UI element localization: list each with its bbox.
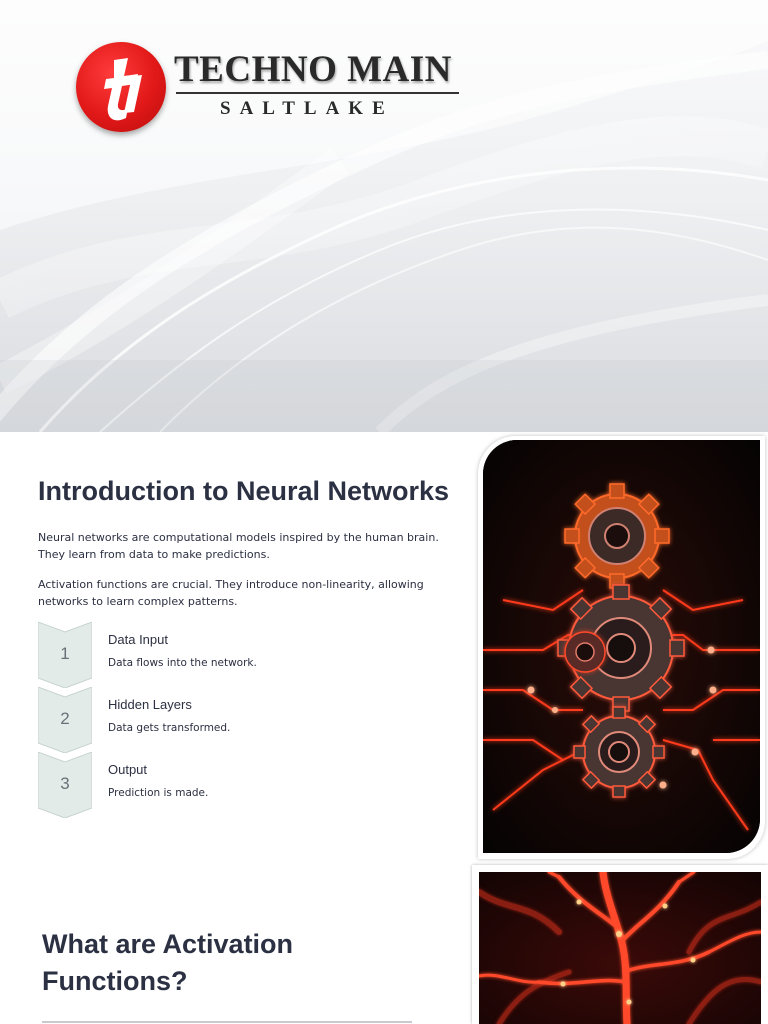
- step-number: 1: [60, 644, 70, 663]
- step-title: Data Input: [108, 632, 168, 647]
- header-banner: TECHNO MAIN SALTLAKE: [0, 0, 768, 432]
- step-description: Prediction is made.: [108, 787, 209, 799]
- brand-name: TECHNO MAIN: [174, 49, 452, 90]
- step-title: Hidden Layers: [108, 697, 192, 712]
- step-description: Data flows into the network.: [108, 657, 257, 669]
- step-description: Data gets transformed.: [108, 722, 231, 734]
- step-chevron: 2: [38, 687, 92, 753]
- step-title: Output: [108, 762, 148, 777]
- brand-divider: [176, 92, 459, 94]
- step-number: 3: [60, 774, 70, 793]
- glowing-gears-circuit-image: [483, 440, 760, 853]
- section-title-intro: Introduction to Neural Networks: [38, 476, 450, 506]
- techno-t-logo-icon: [76, 42, 166, 132]
- red-neurons-image: [479, 872, 761, 1024]
- step-number: 2: [60, 709, 70, 728]
- intro-paragraph: Neural networks are computational models…: [38, 531, 439, 561]
- section-title-activation: What are Activation Functions?: [42, 929, 294, 996]
- step-item: 3 Output Prediction is made.: [38, 752, 438, 818]
- step-item: 2 Hidden Layers Data gets transformed.: [38, 687, 438, 753]
- step-item: 1 Data Input Data flows into the network…: [38, 622, 438, 688]
- brand-location: SALTLAKE: [220, 98, 394, 119]
- step-chevron: 3: [38, 752, 92, 818]
- wave-background: [0, 0, 768, 432]
- activation-paragraph: Activation functions are crucial. They i…: [38, 578, 424, 608]
- cut-off-text-line: [42, 1019, 422, 1024]
- step-chevron: 1: [38, 622, 92, 688]
